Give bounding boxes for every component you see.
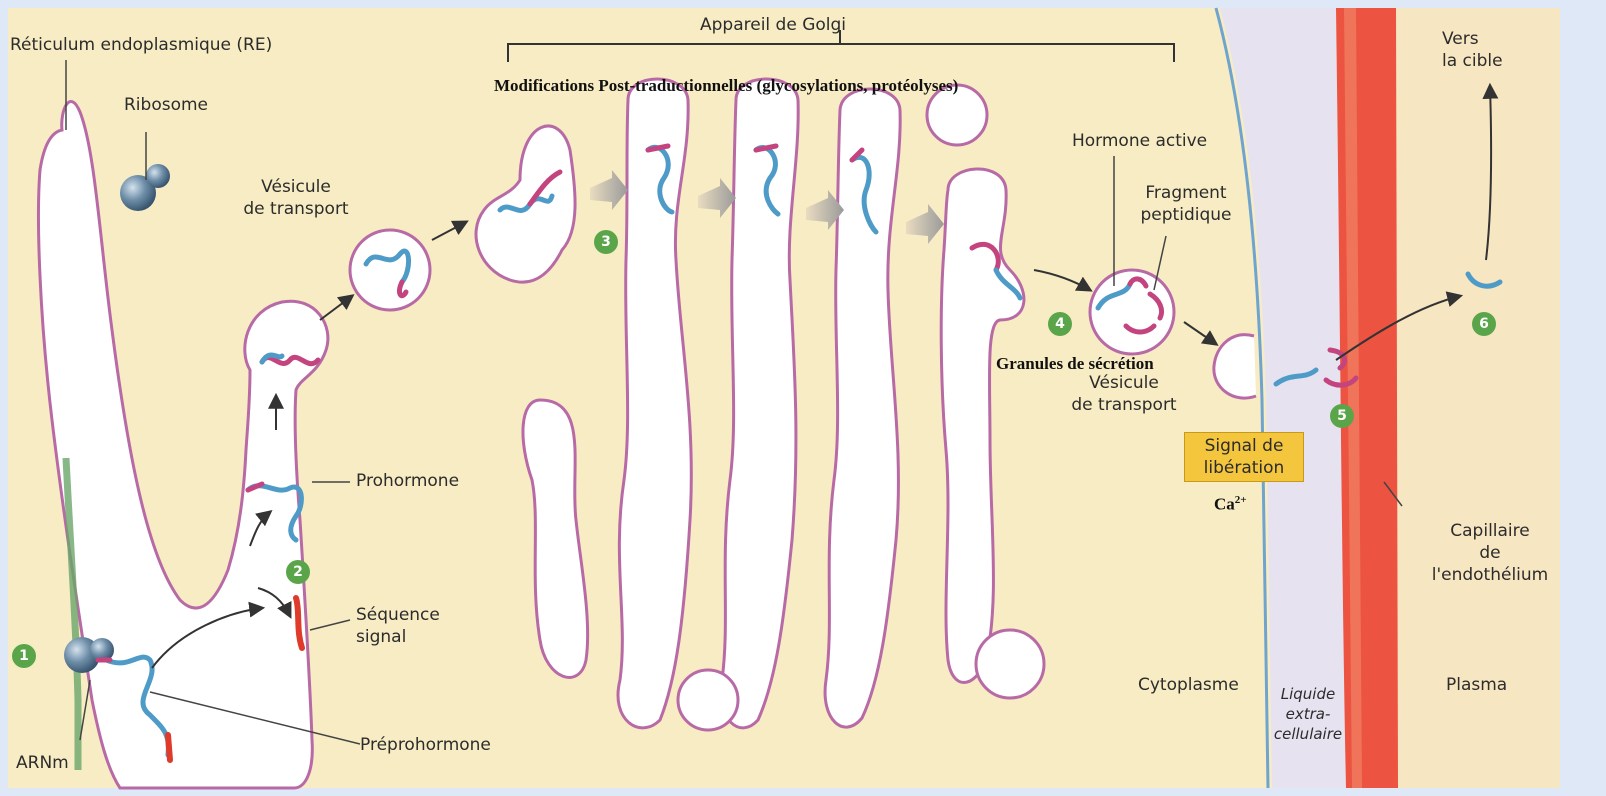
liquide-extracellulaire-label: Liquide extra- cellulaire xyxy=(1270,684,1346,744)
sequence-line1: Séquence xyxy=(356,604,440,626)
vesicule1-line1: Vésicule xyxy=(224,176,368,198)
sequence-signal-label: Séquence signal xyxy=(356,604,440,648)
fragment-line1: Fragment xyxy=(1126,182,1246,204)
hormone-active-label: Hormone active xyxy=(1072,130,1207,152)
signal-line1: Signal de xyxy=(1185,435,1303,457)
liquide-line3: cellulaire xyxy=(1270,724,1346,744)
signal-line2: libération xyxy=(1185,457,1303,479)
preprohormone-label: Préprohormone xyxy=(360,734,491,756)
golgi-vesicle-bottom-1 xyxy=(678,670,738,730)
signal-liberation-box: Signal de libération xyxy=(1184,432,1304,482)
vers-line1: Vers xyxy=(1442,28,1503,50)
arnm-label: ARNm xyxy=(16,752,69,774)
sequence-line2: signal xyxy=(356,626,440,648)
step-2-badge: 2 xyxy=(286,560,310,584)
calcium-label: Ca2+ xyxy=(1214,494,1247,515)
liquide-line1: Liquide xyxy=(1270,684,1346,704)
vesicule2-line1: Vésicule xyxy=(1054,372,1194,394)
fragment-peptidique-label: Fragment peptidique xyxy=(1126,182,1246,226)
transport-vesicle-1 xyxy=(350,230,430,310)
calcium-charge: 2+ xyxy=(1235,494,1247,506)
fragment-line2: peptidique xyxy=(1126,204,1246,226)
golgi-vesicle-bottom-2 xyxy=(976,630,1044,698)
capillaire-line1: Capillaire xyxy=(1420,520,1560,542)
modifications-label: Modifications Post-traductionnelles (gly… xyxy=(494,76,958,96)
step-3-badge: 3 xyxy=(594,230,618,254)
ribosome-label: Ribosome xyxy=(124,94,208,116)
vers-line2: la cible xyxy=(1442,50,1503,72)
golgi-cisterna-2 xyxy=(618,79,691,728)
golgi-label: Appareil de Golgi xyxy=(700,14,846,36)
step-6-badge: 6 xyxy=(1472,312,1496,336)
vers-la-cible-label: Vers la cible xyxy=(1442,28,1503,72)
vesicule2-line2: de transport xyxy=(1054,394,1194,416)
capillaire-line3: l'endothélium xyxy=(1420,564,1560,586)
capillaire-label: Capillaire de l'endothélium xyxy=(1420,520,1560,586)
vesicule-transport-label-2: Vésicule de transport xyxy=(1054,372,1194,416)
calcium-text: Ca xyxy=(1214,495,1235,514)
plasma-label: Plasma xyxy=(1446,674,1507,696)
re-label: Réticulum endoplasmique (RE) xyxy=(10,34,272,56)
ribosome-small xyxy=(146,164,170,188)
vesicule-transport-label-1: Vésicule de transport xyxy=(224,176,368,220)
prohormone-label: Prohormone xyxy=(356,470,459,492)
step-4-badge: 4 xyxy=(1048,312,1072,336)
vesicule1-line2: de transport xyxy=(224,198,368,220)
capillaire-line2: de xyxy=(1420,542,1560,564)
granules-secretion-label: Granules de sécrétion xyxy=(996,354,1154,374)
liquide-line2: extra- xyxy=(1270,704,1346,724)
step-5-badge: 5 xyxy=(1330,404,1354,428)
cytoplasme-label: Cytoplasme xyxy=(1138,674,1239,696)
step-1-badge: 1 xyxy=(12,644,36,668)
